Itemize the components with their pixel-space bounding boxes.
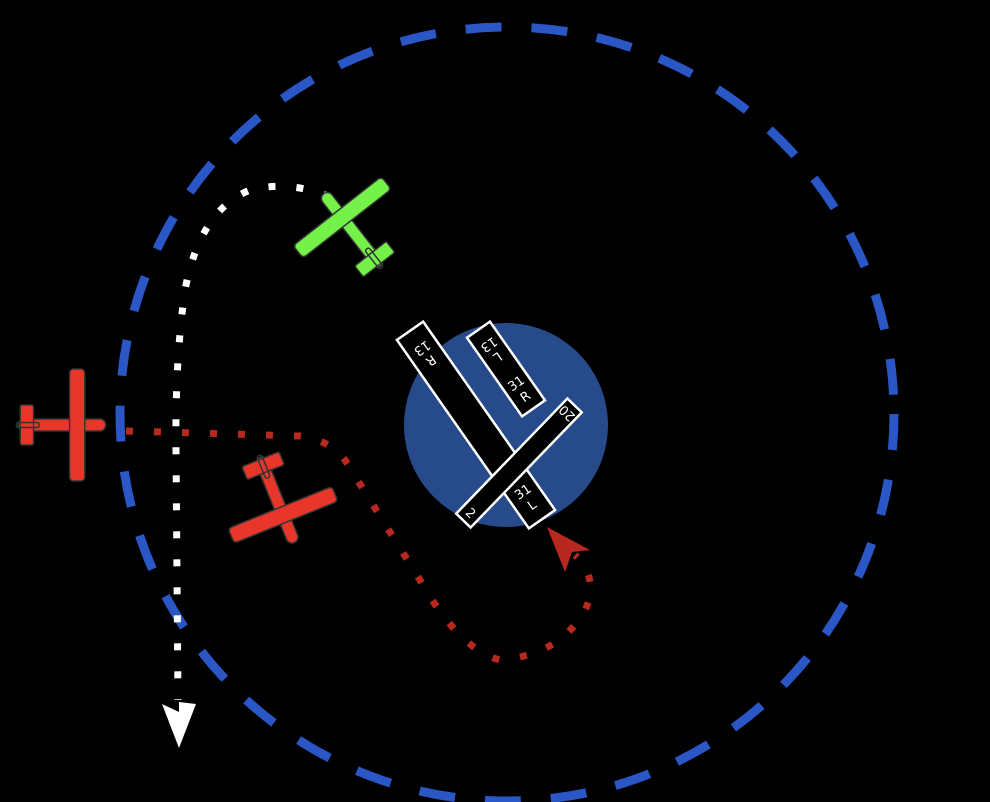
path-end-arrow-red	[547, 527, 590, 572]
runway-13l-31r[interactable]: 13L 31R	[465, 319, 547, 419]
path-end-arrow-white	[162, 702, 196, 748]
green-plane-north[interactable]	[278, 158, 427, 304]
runway-2-20[interactable]: 20 2	[454, 396, 584, 530]
red-plane-west[interactable]	[15, 368, 107, 482]
flight-path-white	[172, 182, 332, 701]
airspace-boundary	[115, 22, 899, 802]
red-plane-southwest[interactable]	[206, 433, 347, 565]
